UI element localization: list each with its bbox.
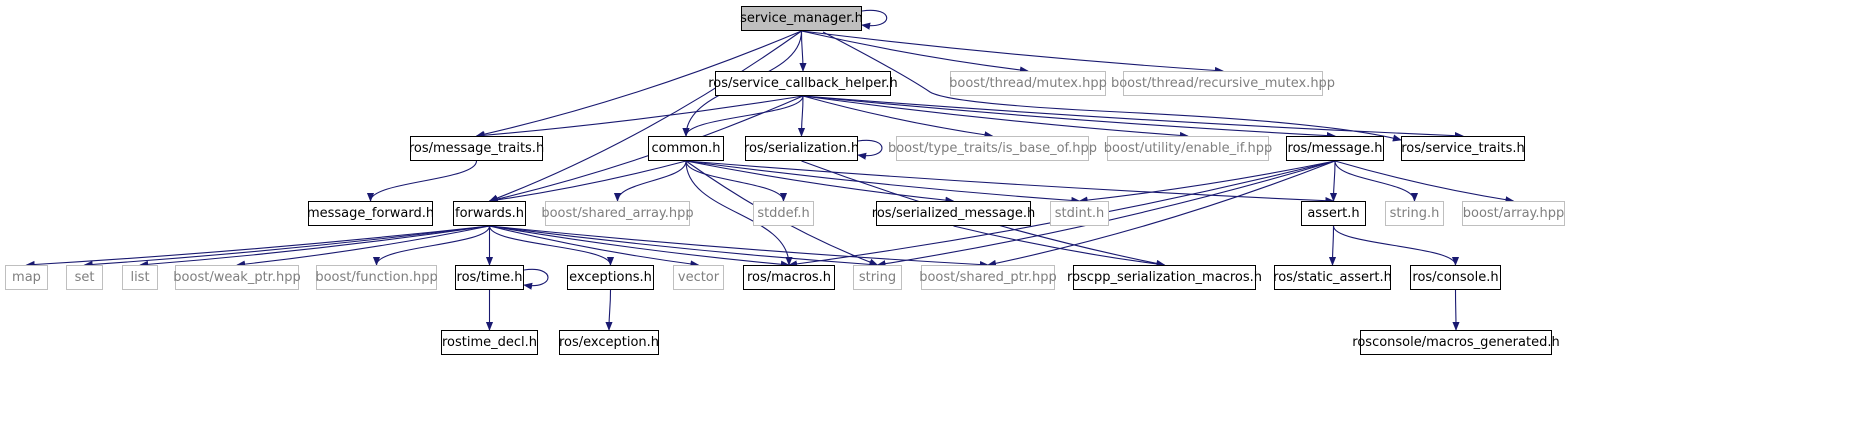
edge-common-to-shared-array bbox=[613, 160, 687, 202]
edge-service-callback-helper-to-message bbox=[802, 95, 1336, 140]
edge-service-manager-to-thread-mutex bbox=[801, 30, 1029, 74]
node-roscpp-serialization-macros-h[interactable]: roscpp_serialization_macros.h bbox=[1067, 265, 1262, 290]
node-boost-type-traits-is-base-of-hpp: boost/type_traits/is_base_of.hpp bbox=[888, 136, 1097, 161]
edge-service-callback-helper-to-forwards bbox=[488, 95, 804, 203]
node-ros-serialized-message-h[interactable]: ros/serialized_message.h bbox=[872, 201, 1035, 226]
edge-common-to-forwards bbox=[488, 160, 687, 204]
edge-forwards-to-string bbox=[489, 225, 879, 269]
node-ros-static-assert-h[interactable]: ros/static_assert.h bbox=[1273, 265, 1392, 290]
node-stddef-h: stddef.h bbox=[753, 201, 814, 226]
edge-service-manager-to-message-traits bbox=[475, 30, 802, 138]
edge-serialized-message-to-roscpp-serialization-macros bbox=[953, 225, 1166, 268]
node-message-forward-h[interactable]: message_forward.h bbox=[307, 201, 434, 226]
node-map: map bbox=[5, 265, 48, 290]
edge-forwards-to-vector bbox=[489, 225, 700, 268]
edge-assert-to-ros-console bbox=[1332, 225, 1460, 266]
node-boost-shared-array-hpp: boost/shared_array.hpp bbox=[541, 201, 694, 226]
edge-service-manager-to-service-callback-helper bbox=[799, 30, 807, 72]
edge-common-to-stddef bbox=[685, 160, 788, 202]
edge-common-to-stdint bbox=[685, 160, 1081, 205]
edge-ros-time-to-ros-time bbox=[523, 268, 549, 290]
node-string: string bbox=[853, 265, 902, 290]
node-ros-service-traits-h[interactable]: ros/service_traits.h bbox=[1401, 136, 1525, 161]
node-boost-shared-ptr-hpp: boost/shared_ptr.hpp bbox=[919, 265, 1057, 290]
node-ros-time-h[interactable]: ros/time.h bbox=[455, 265, 524, 290]
node-rostime-decl-h[interactable]: rostime_decl.h bbox=[441, 330, 538, 355]
node-ros-macros-h[interactable]: ros/macros.h bbox=[743, 265, 835, 290]
edge-service-callback-helper-to-serialization bbox=[797, 95, 806, 137]
node-boost-array-hpp: boost/array.hpp bbox=[1462, 201, 1565, 226]
node-assert-h[interactable]: assert.h bbox=[1301, 201, 1366, 226]
node-ros-message-h[interactable]: ros/message.h bbox=[1286, 136, 1384, 161]
edge-assert-to-static-assert bbox=[1328, 225, 1337, 266]
node-service-manager-h[interactable]: service_manager.h bbox=[740, 6, 863, 31]
edge-service-manager-to-thread-recursive-mutex bbox=[801, 30, 1224, 75]
edge-forwards-to-boost-function bbox=[372, 225, 491, 266]
edge-service-callback-helper-to-message-traits bbox=[475, 95, 804, 139]
edge-service-manager-to-service-traits bbox=[822, 31, 1402, 142]
node-boost-thread-mutex-hpp: boost/thread/mutex.hpp bbox=[949, 71, 1107, 96]
edge-message-to-boost-array bbox=[1334, 160, 1515, 204]
node-set: set bbox=[66, 265, 103, 290]
edge-message-to-assert bbox=[1329, 160, 1338, 202]
edge-service-callback-helper-to-is-base-of bbox=[802, 95, 994, 139]
node-boost-function-hpp: boost/function.hpp bbox=[315, 265, 438, 290]
edge-serialization-to-serialization bbox=[857, 139, 883, 160]
edge-forwards-to-map bbox=[25, 225, 490, 269]
node-ros-service-callback-helper-h[interactable]: ros/service_callback_helper.h bbox=[708, 71, 898, 96]
node-ros-exception-h[interactable]: ros/exception.h bbox=[559, 330, 659, 355]
edge-service-callback-helper-to-service-traits bbox=[802, 95, 1464, 140]
edge-message-to-stdint bbox=[1078, 160, 1336, 204]
edge-forwards-to-shared-ptr bbox=[489, 225, 989, 269]
node-boost-utility-enable-if-hpp: boost/utility/enable_if.hpp bbox=[1104, 136, 1272, 161]
edge-service-manager-to-forwards bbox=[488, 30, 802, 202]
node-forwards-h[interactable]: forwards.h bbox=[453, 201, 526, 226]
edge-message-traits-to-message-forward bbox=[366, 160, 478, 202]
node-exceptions-h[interactable]: exceptions.h bbox=[567, 265, 654, 290]
edge-ros-console-to-macros-generated bbox=[1452, 289, 1460, 331]
edge-message-to-string-h bbox=[1334, 160, 1419, 202]
node-boost-weak-ptr-hpp: boost/weak_ptr.hpp bbox=[173, 265, 301, 290]
node-string-h: string.h bbox=[1385, 201, 1444, 226]
node-vector: vector bbox=[673, 265, 724, 290]
node-boost-thread-recursive-mutex-hpp: boost/thread/recursive_mutex.hpp bbox=[1111, 71, 1335, 96]
edge-service-callback-helper-to-common bbox=[682, 95, 804, 137]
node-ros-message-traits-h[interactable]: ros/message_traits.h bbox=[409, 136, 544, 161]
edge-forwards-to-ros-macros bbox=[489, 225, 790, 268]
node-stdint-h: stdint.h bbox=[1050, 201, 1109, 226]
edge-common-to-serialized-message bbox=[685, 160, 955, 204]
node-common-h[interactable]: common.h bbox=[648, 136, 724, 161]
edge-common-to-assert bbox=[685, 160, 1335, 205]
node-ros-serialization-h[interactable]: ros/serialization.h bbox=[744, 136, 859, 161]
edge-exceptions-to-ros-exception bbox=[605, 289, 613, 331]
edge-common-to-ros-macros bbox=[685, 160, 793, 266]
node-ros-console-h[interactable]: ros/console.h bbox=[1410, 265, 1501, 290]
node-list: list bbox=[122, 265, 158, 290]
edge-forwards-to-exceptions bbox=[488, 225, 615, 266]
node-rosconsole-macros-generated-h[interactable]: rosconsole/macros_generated.h bbox=[1352, 330, 1560, 355]
edge-forwards-to-weak-ptr bbox=[236, 225, 490, 268]
edge-forwards-to-list bbox=[139, 225, 490, 268]
edge-service-callback-helper-to-enable-if bbox=[802, 95, 1189, 140]
edge-service-manager-to-service-manager bbox=[861, 9, 888, 30]
edge-message-to-shared-ptr bbox=[987, 160, 1336, 267]
